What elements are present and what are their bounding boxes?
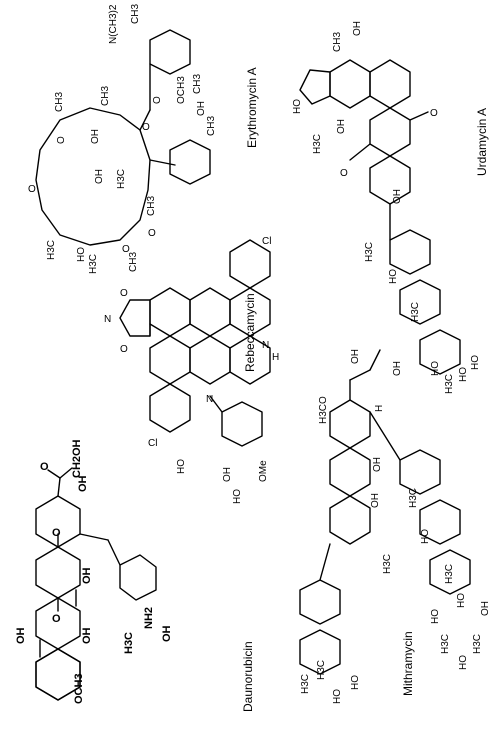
svg-text:O: O	[56, 136, 67, 144]
svg-text:OCH3: OCH3	[73, 673, 85, 704]
svg-text:O: O	[52, 527, 61, 539]
svg-text:HO: HO	[456, 593, 467, 608]
svg-text:OH: OH	[222, 467, 233, 482]
svg-text:HO: HO	[420, 529, 431, 544]
svg-text:H3C: H3C	[472, 634, 483, 654]
svg-text:NH2: NH2	[143, 607, 155, 629]
svg-text:OH: OH	[370, 493, 381, 508]
svg-text:OH: OH	[94, 169, 105, 184]
erythromycin-a-label: Erythromycin A	[245, 67, 259, 148]
svg-text:HO: HO	[388, 269, 399, 284]
svg-text:H3C: H3C	[46, 240, 57, 260]
svg-text:HO: HO	[332, 689, 343, 704]
svg-text:OCH3: OCH3	[176, 76, 187, 104]
svg-text:H3C: H3C	[116, 169, 127, 189]
svg-text:CH3: CH3	[54, 92, 65, 112]
svg-text:OH: OH	[81, 567, 93, 584]
mithramycin-label: Mithramycin	[401, 631, 415, 696]
svg-text:HO: HO	[458, 655, 469, 670]
svg-text:HO: HO	[350, 675, 361, 690]
svg-text:O: O	[40, 461, 49, 473]
svg-text:OH: OH	[372, 457, 383, 472]
erythromycin-a-structure: O O O O O N(CH3)2 CH3 OCH3 CH3 OH CH3 CH…	[28, 4, 217, 274]
svg-text:HO: HO	[232, 489, 243, 504]
svg-text:H3C: H3C	[382, 554, 393, 574]
svg-text:OH: OH	[392, 189, 403, 204]
svg-text:H3C: H3C	[440, 634, 451, 654]
svg-text:H3C: H3C	[444, 564, 455, 584]
svg-text:N: N	[206, 394, 213, 405]
svg-text:H3C: H3C	[364, 242, 375, 262]
svg-text:H3C: H3C	[408, 488, 419, 508]
svg-text:O: O	[142, 122, 150, 133]
svg-text:O: O	[120, 344, 128, 355]
svg-text:Cl: Cl	[262, 236, 271, 247]
svg-text:HO: HO	[176, 459, 187, 474]
svg-text:OH: OH	[77, 475, 89, 492]
svg-text:H3C: H3C	[312, 134, 323, 154]
svg-text:N(CH3)2: N(CH3)2	[108, 4, 119, 44]
svg-text:O: O	[340, 168, 348, 179]
svg-text:HO: HO	[292, 99, 303, 114]
svg-text:H3C: H3C	[123, 632, 135, 654]
svg-text:H: H	[272, 352, 279, 363]
svg-text:H3C: H3C	[410, 302, 421, 322]
svg-text:N: N	[262, 340, 269, 351]
svg-text:OH: OH	[81, 627, 93, 644]
rebeccamycin-structure: N O O N H N Cl Cl OH OMe HO HO	[104, 236, 279, 504]
svg-text:Cl: Cl	[148, 438, 157, 449]
urdamycin-a-structure: O O CH3 OH HO H3C OH OH H3C HO H3C HO H3…	[292, 21, 481, 394]
svg-text:OH: OH	[352, 21, 363, 36]
daunorubicin-structure: O O O CH2OH OH NH2 OH H3C OH OH OH OCH3	[15, 439, 173, 704]
svg-text:HO: HO	[430, 361, 441, 376]
svg-text:CH3: CH3	[206, 116, 217, 136]
svg-text:CH3: CH3	[146, 196, 157, 216]
svg-text:CH2OH: CH2OH	[71, 439, 83, 478]
svg-text:O: O	[28, 184, 36, 195]
svg-text:O: O	[148, 228, 156, 239]
svg-text:H: H	[374, 405, 385, 412]
svg-text:O: O	[122, 244, 130, 255]
svg-text:OH: OH	[161, 625, 173, 642]
svg-text:O: O	[430, 108, 438, 119]
svg-text:OH: OH	[196, 101, 207, 116]
svg-text:OH: OH	[350, 349, 361, 364]
svg-text:CH3: CH3	[192, 74, 203, 94]
svg-text:N: N	[104, 314, 111, 325]
svg-text:OH: OH	[480, 601, 491, 616]
svg-text:O: O	[52, 613, 61, 625]
svg-text:H3C: H3C	[300, 674, 311, 694]
svg-text:HO: HO	[76, 247, 87, 262]
svg-text:H3C: H3C	[444, 374, 455, 394]
daunorubicin-label: Daunorubicin	[241, 641, 255, 712]
svg-text:O: O	[152, 96, 163, 104]
svg-text:HO: HO	[430, 609, 441, 624]
svg-text:OH: OH	[15, 627, 27, 644]
svg-text:OH: OH	[90, 129, 101, 144]
svg-text:OH: OH	[392, 361, 403, 376]
svg-text:OMe: OMe	[258, 460, 269, 482]
svg-text:OH: OH	[336, 119, 347, 134]
svg-text:O: O	[120, 288, 128, 299]
svg-text:CH3: CH3	[332, 32, 343, 52]
svg-text:H3CO: H3CO	[318, 396, 329, 424]
svg-text:CH3: CH3	[130, 4, 141, 24]
mithramycin-structure: OH OH H H3CO OH OH H3C H3C HO H3C HO H3C…	[299, 349, 491, 704]
svg-text:CH3: CH3	[100, 86, 111, 106]
svg-text:H3C: H3C	[316, 660, 327, 680]
svg-text:H3C: H3C	[88, 254, 99, 274]
urdamycin-a-label: Urdamycin A	[475, 108, 489, 176]
rebeccamycin-label: Rebeccamycin	[243, 293, 257, 372]
svg-text:HO: HO	[470, 355, 481, 370]
svg-text:CH3: CH3	[128, 252, 139, 272]
svg-text:HO: HO	[458, 367, 469, 382]
